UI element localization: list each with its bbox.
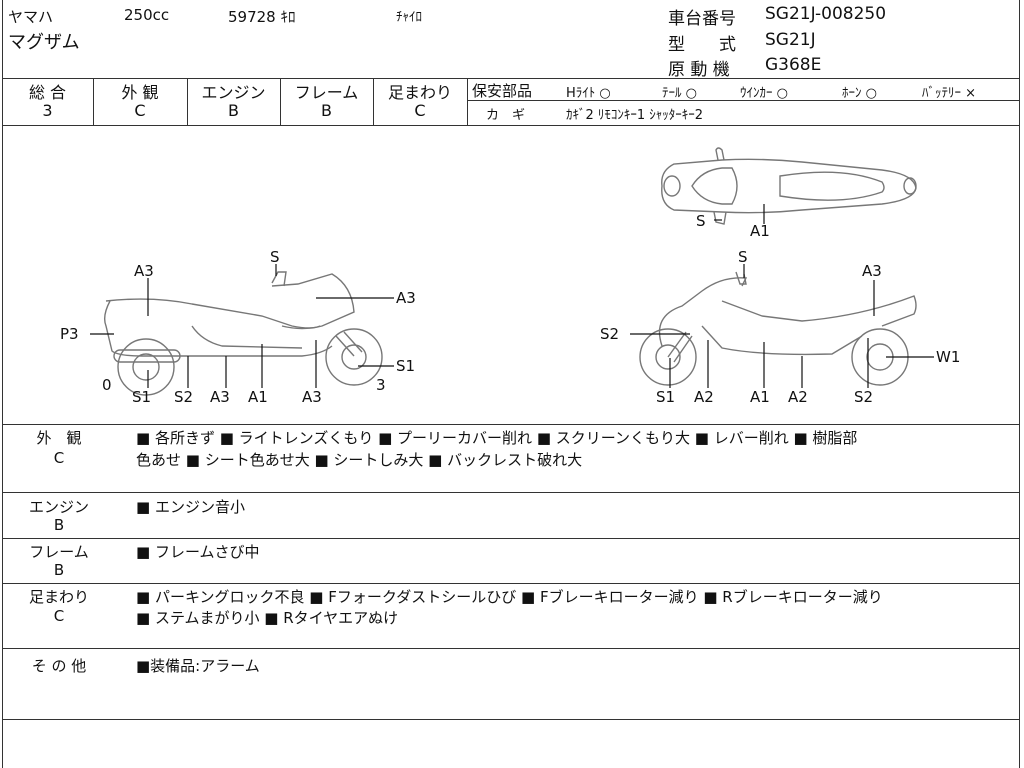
label-right-a1: A1 (750, 388, 770, 406)
label-right-s: S (738, 248, 748, 266)
remark-line-suspension-1: ■ パーキングロック不良 ■ Fフォークダストシールひび ■ Fブレーキローター… (136, 588, 883, 606)
remark-title-other: そ の 他 (31, 657, 87, 675)
label-left-s1-wheel: S1 (396, 357, 415, 375)
safety-label: 保安部品 (472, 82, 533, 100)
color: ﾁｬｲﾛ (396, 10, 422, 25)
grade-value-suspension: C (414, 101, 426, 120)
remark-line-suspension-2: ■ ステムまがり小 ■ Rタイヤエアぬけ (136, 609, 399, 627)
label-right-a3: A3 (862, 262, 882, 280)
divider (467, 100, 1019, 101)
type-label: 型 式 (668, 35, 736, 55)
label-top-a1: A1 (750, 222, 770, 240)
remark-grade-frame: B (53, 561, 65, 579)
label-right-w1: W1 (936, 348, 960, 366)
divider (187, 78, 188, 125)
divider (93, 78, 94, 125)
remark-line-engine-1: ■ エンジン音小 (136, 498, 245, 516)
engine-value: G368E (765, 55, 822, 75)
label-left-s: S (270, 248, 280, 266)
label-left-a3-floor: A3 (210, 388, 230, 406)
divider (2, 648, 1019, 649)
label-right-a2-floor: A2 (694, 388, 714, 406)
remark-grade-engine: B (53, 516, 65, 534)
damage-diagram: S A1 S A3 A3 P3 S1 0 3 S1 S2 A3 A1 A3 S … (60, 147, 960, 406)
label-left-zero: 0 (102, 376, 112, 394)
grade-label-frame: フレーム (294, 83, 359, 102)
grade-label-overall: 総 合 (28, 83, 67, 102)
grade-label-suspension: 足まわり (387, 83, 452, 102)
label-left-a3-seat: A3 (134, 262, 154, 280)
remark-title-frame: フレーム (29, 543, 89, 561)
grade-value-overall: 3 (42, 101, 53, 120)
grade-value-frame: B (321, 101, 332, 120)
frame-no: SG21J-008250 (765, 4, 887, 24)
right-view-scooter (639, 271, 917, 386)
divider (2, 583, 1019, 584)
grade-value-engine: B (228, 101, 239, 120)
label-left-s1: S1 (132, 388, 151, 406)
divider (280, 78, 281, 125)
remark-line-exterior-2: 色あせ ■ シート色あせ大 ■ シートしみ大 ■ バックレスト破れ大 (136, 451, 583, 469)
left-view-scooter (103, 271, 383, 396)
grade-label-engine: エンジン (201, 83, 266, 102)
frame-no-label: 車台番号 (668, 9, 736, 29)
safety-battery: ﾊﾞｯﾃﾘｰ × (922, 86, 977, 101)
divider (2, 492, 1019, 493)
outer-border-left (2, 0, 3, 768)
label-right-a2-rear: A2 (788, 388, 808, 406)
safety-horn: ﾎｰﾝ ○ (842, 86, 877, 101)
remark-title-suspension: 足まわり (28, 588, 89, 606)
label-right-s2-rear: S2 (854, 388, 873, 406)
model-name: マグザム (8, 32, 80, 53)
remark-line-exterior-1: ■ 各所きず ■ ライトレンズくもり ■ プーリーカバー削れ ■ スクリーンくも… (136, 429, 858, 447)
grade-value-exterior: C (134, 101, 146, 120)
engine-label: 原 動 機 (668, 60, 730, 80)
label-right-s2-front: S2 (600, 325, 619, 343)
remark-line-frame-1: ■ フレームさび中 (136, 543, 260, 561)
remark-grade-suspension: C (53, 607, 65, 625)
top-view-scooter (661, 147, 917, 225)
safety-headlight: Hﾗｲﾄ ○ (566, 86, 611, 101)
remark-grade-exterior: C (53, 449, 65, 467)
maker: ヤマハ (8, 8, 54, 26)
keys-value: ｶｷﾞ2 ﾘﾓｺﾝｷｰ1 ｼｬｯﾀｰｷｰ2 (566, 108, 704, 123)
divider (2, 719, 1019, 720)
label-left-p3: P3 (60, 325, 79, 343)
label-left-s2: S2 (174, 388, 193, 406)
divider (2, 125, 1019, 126)
grade-label-exterior: 外 観 (121, 83, 159, 102)
label-left-a3-screen: A3 (396, 289, 416, 307)
remark-title-exterior: 外 観 (36, 429, 82, 447)
divider (2, 538, 1019, 539)
type-value: SG21J (765, 30, 816, 50)
label-left-a1: A1 (248, 388, 268, 406)
safety-tail: ﾃｰﾙ ○ (662, 86, 697, 101)
divider (373, 78, 374, 125)
remark-title-engine: エンジン (28, 498, 89, 516)
remark-line-other-1: ■装備品:アラーム (136, 657, 260, 675)
outer-border-right (1019, 0, 1020, 768)
label-right-s1: S1 (656, 388, 675, 406)
mileage: 59728 ｷﾛ (228, 8, 296, 26)
displacement: 250cc (124, 6, 170, 24)
label-left-a3-front: A3 (302, 388, 322, 406)
safety-winker: ｳｲﾝｶｰ ○ (740, 86, 788, 101)
divider (467, 78, 468, 125)
label-top-s: S (696, 212, 706, 230)
leader-lines (90, 204, 934, 388)
keys-label: カ ギ (486, 108, 526, 123)
divider (2, 78, 1019, 79)
divider (2, 424, 1019, 425)
label-left-three: 3 (376, 376, 386, 394)
diagram-labels: S A1 S A3 A3 P3 S1 0 3 S1 S2 A3 A1 A3 S … (60, 212, 960, 406)
